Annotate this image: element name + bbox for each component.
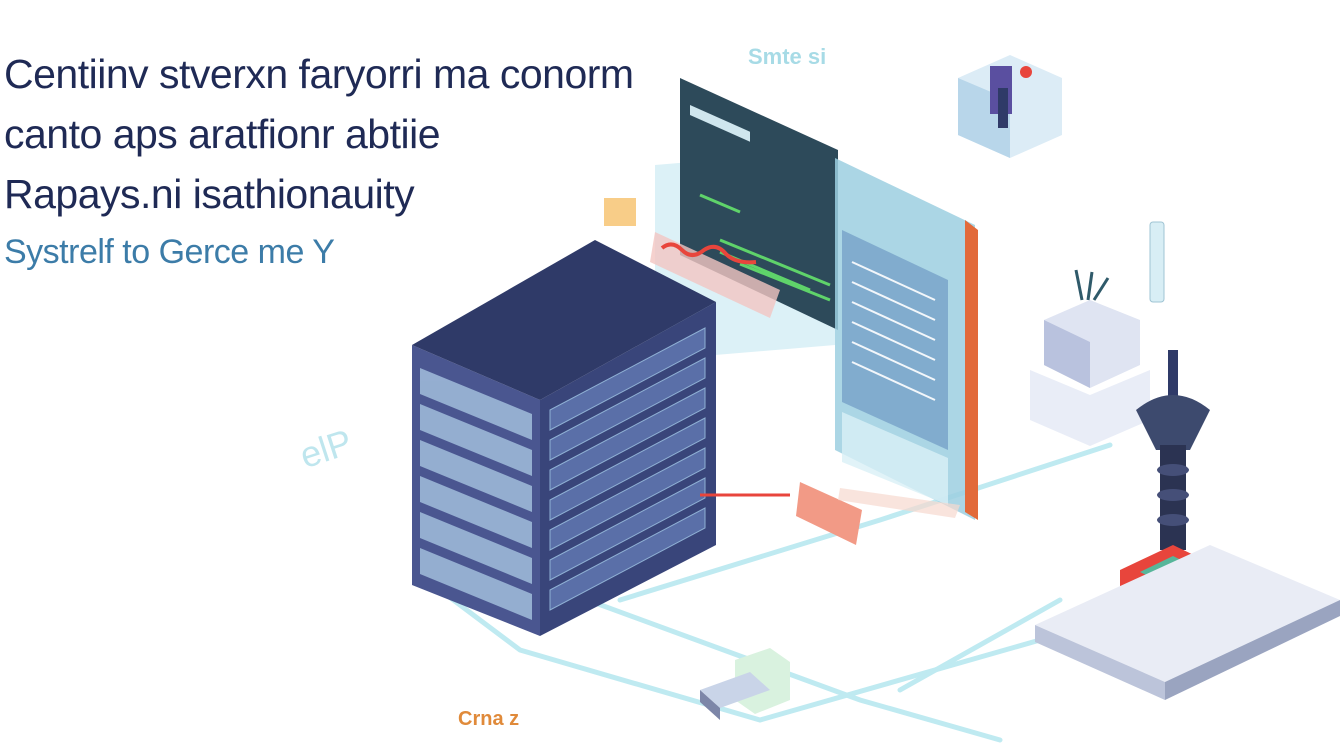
headline-line-2: canto aps aratfionr abtiie <box>4 111 440 157</box>
headline: Centiinv stverxn faryorri ma conorm cant… <box>4 44 634 280</box>
connection-lines <box>437 442 1113 743</box>
base-plate <box>1035 545 1340 700</box>
tag-icon <box>604 198 780 318</box>
cable-icon <box>700 482 960 545</box>
usb-drive-icon <box>700 648 790 720</box>
headline-line-3: Rapays.ni isathionauity <box>4 171 415 217</box>
server-rack-icon <box>412 240 716 636</box>
headline-subtitle: Systrelf to Gerce me Y <box>4 233 335 271</box>
plant-device-icon <box>1030 221 1165 446</box>
headline-line-1: Centiinv stverxn faryorri ma conorm <box>4 51 634 97</box>
cube-icon <box>958 55 1062 158</box>
scene-label-bottom: Crna z <box>458 708 520 730</box>
scene-label-top: Smte si <box>748 44 827 69</box>
